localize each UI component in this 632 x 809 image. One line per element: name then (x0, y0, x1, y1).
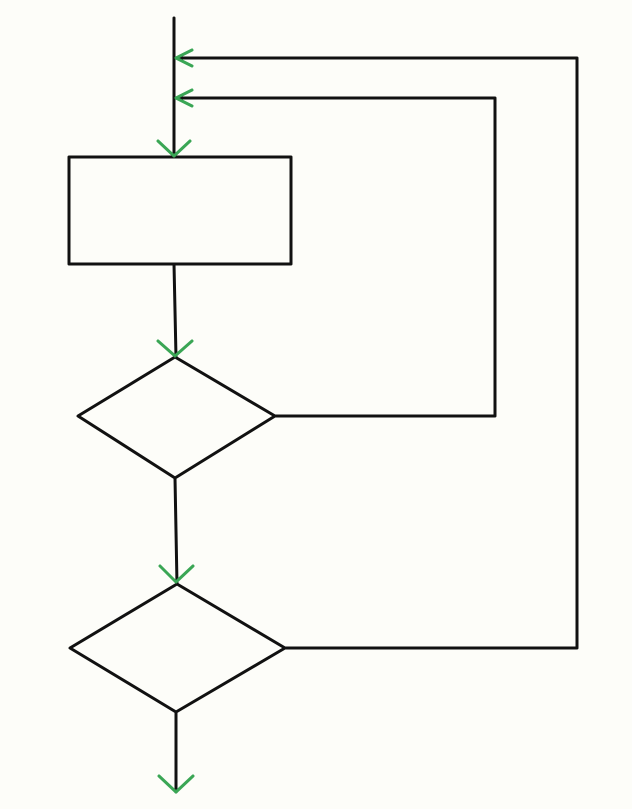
arrowhead-loop-2-left (174, 48, 194, 68)
process-box (67, 155, 293, 266)
decision-diamond-1 (76, 355, 277, 480)
loop-back-line-2 (172, 56, 579, 650)
arrowhead-exit (157, 774, 195, 794)
arrowhead-into-decision-2 (158, 564, 195, 584)
arrowhead-into-decision-1 (156, 339, 194, 358)
connector-decision-1-to-decision-2 (173, 476, 179, 586)
arrowhead-into-box (156, 139, 192, 158)
decision-diamond-2 (68, 582, 287, 714)
loop-back-line-1 (172, 96, 497, 418)
connector-box-to-decision-1 (172, 262, 178, 359)
arrowhead-loop-1-left (174, 88, 194, 108)
